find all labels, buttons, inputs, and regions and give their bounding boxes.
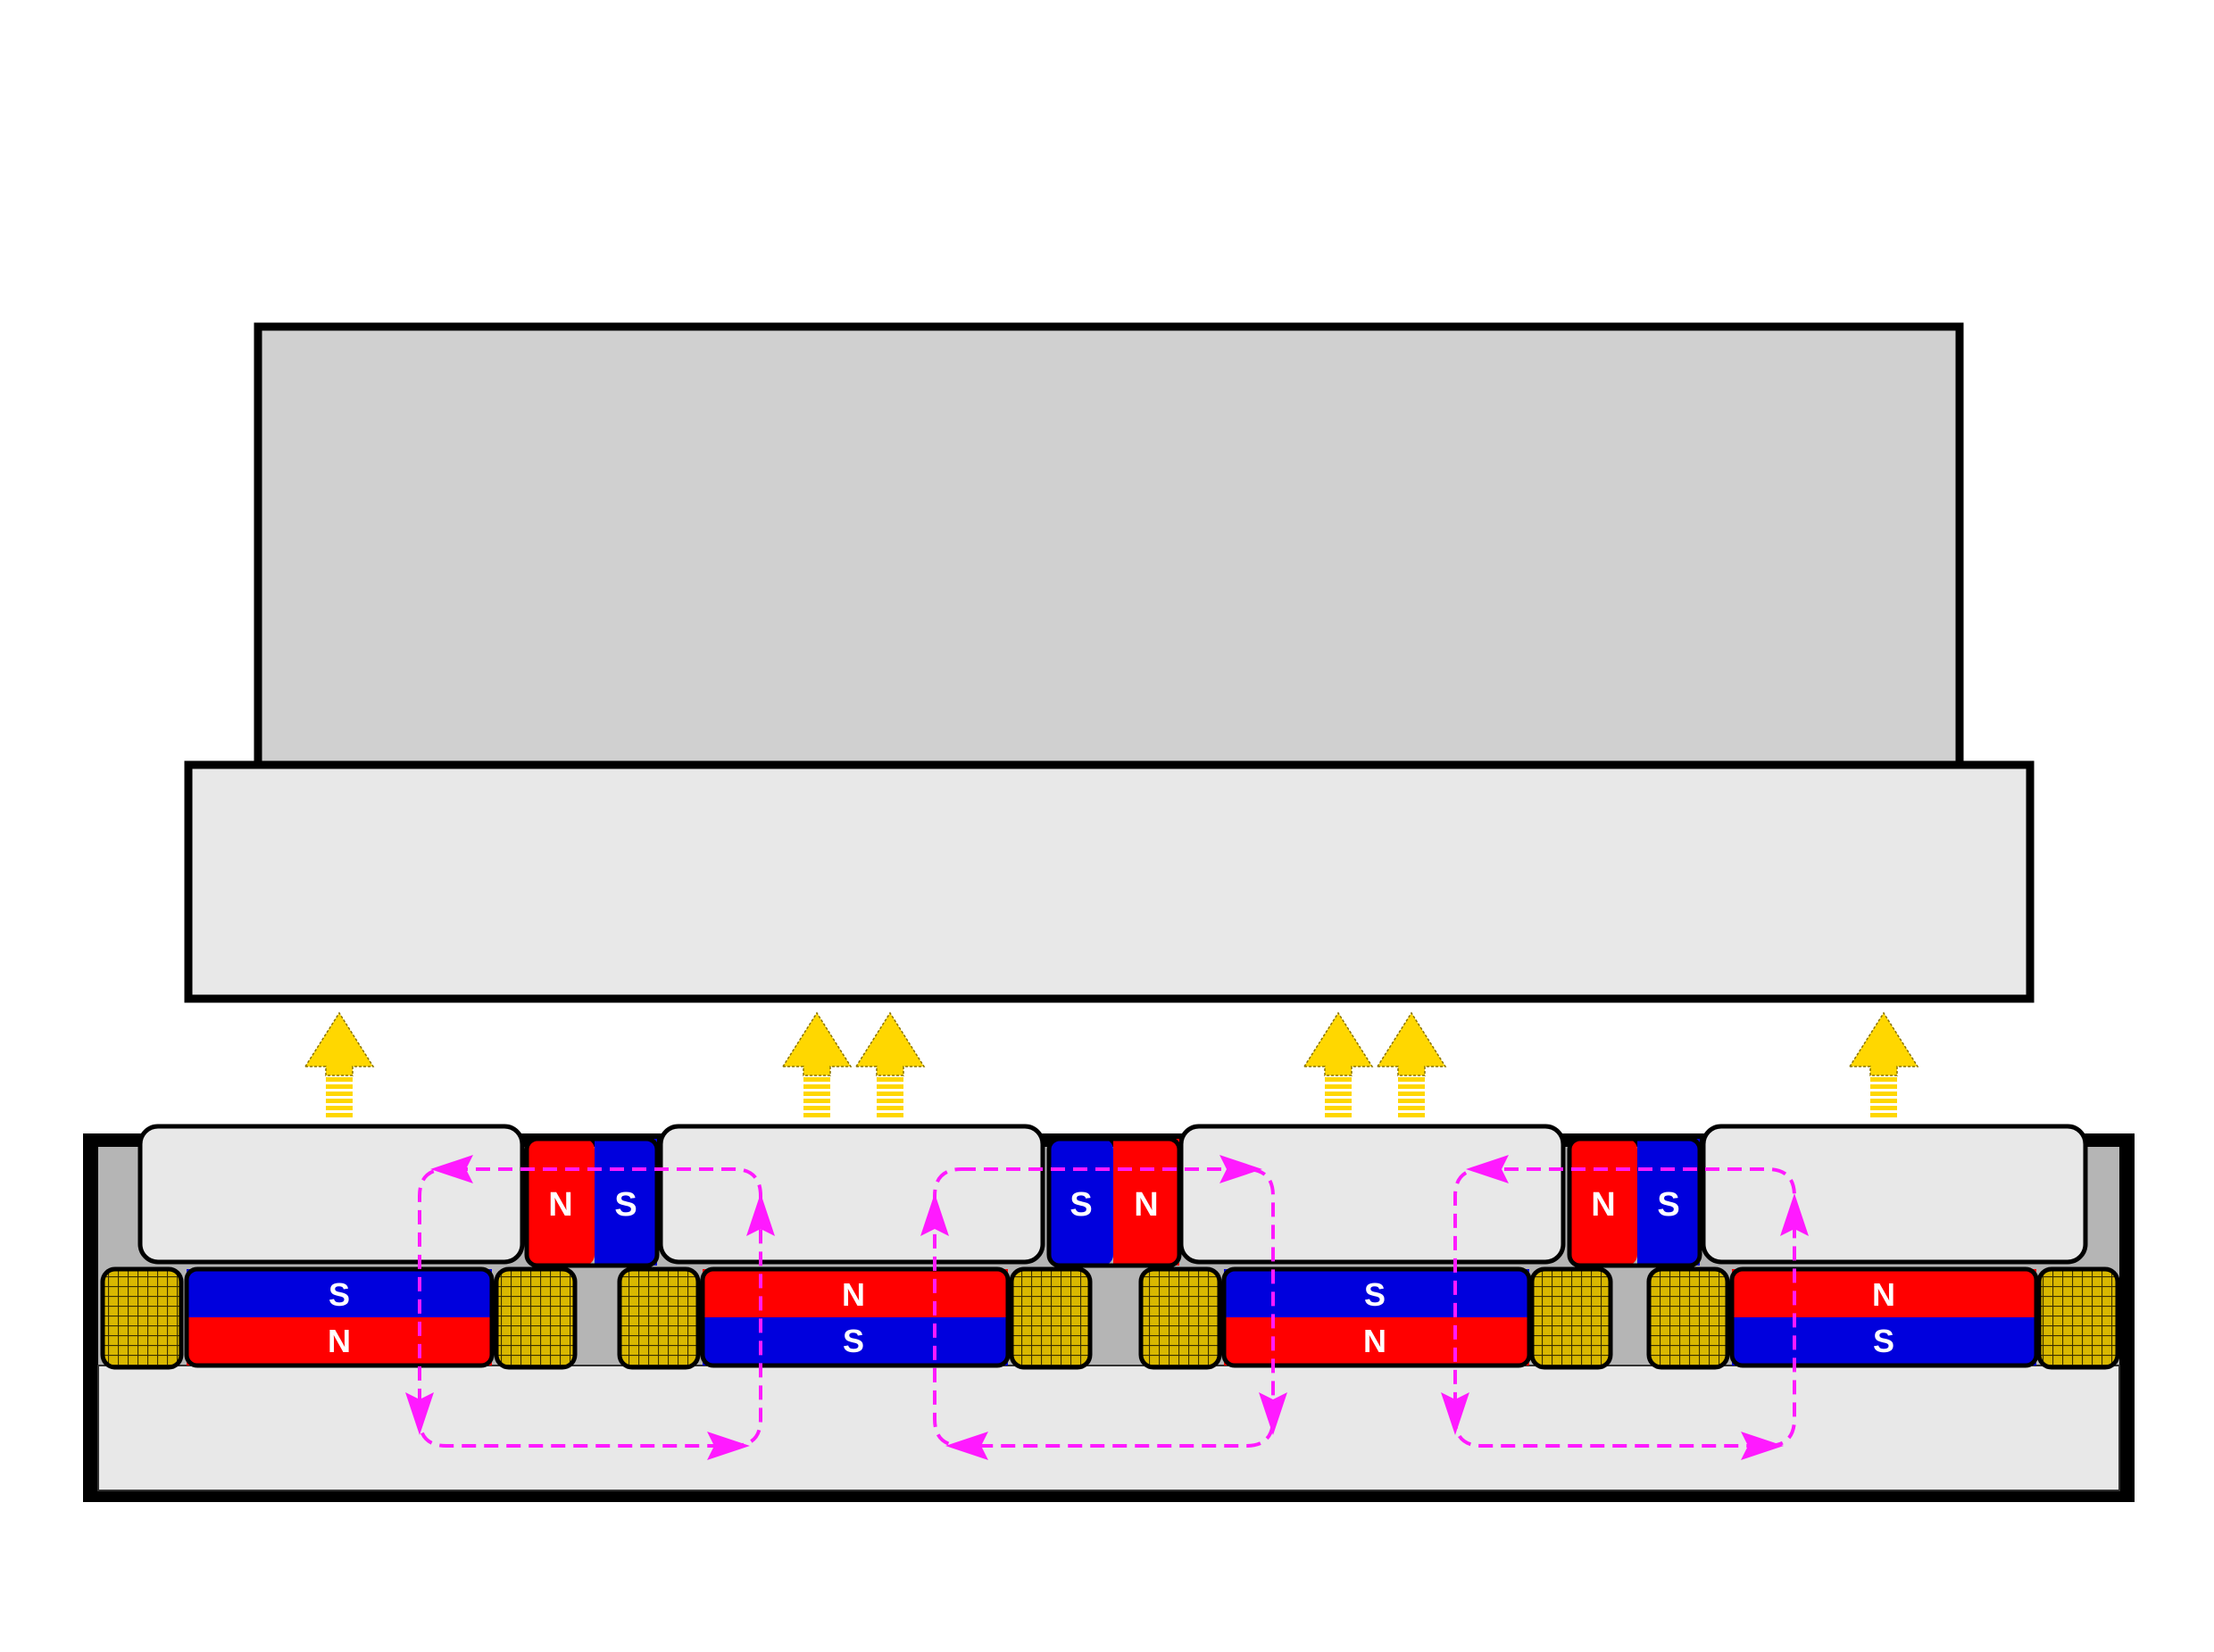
up-arrow-icon <box>854 1011 926 1117</box>
up-arrow-icon <box>781 1011 853 1117</box>
pole-piece <box>658 1124 1045 1265</box>
flux-arrowhead <box>1441 1392 1469 1435</box>
pole-label: S <box>1364 1276 1386 1313</box>
coil <box>1009 1266 1093 1370</box>
pole-piece <box>1701 1124 2088 1265</box>
pole-label: S <box>1873 1323 1894 1359</box>
pole-label: S <box>614 1186 637 1224</box>
workpiece-block <box>254 322 1964 772</box>
flux-arrowhead <box>1466 1155 1509 1183</box>
pole-label: S <box>843 1323 864 1359</box>
steel-plate <box>184 760 2035 1003</box>
pole-piece <box>137 1124 525 1265</box>
horizontal-magnet: N S <box>700 1266 1011 1368</box>
horizontal-magnet: N S <box>1729 1266 2039 1368</box>
base-steel-bottom <box>97 1365 2120 1491</box>
coil <box>617 1266 701 1370</box>
flux-arrowhead <box>707 1432 750 1460</box>
flux-arrowheads <box>405 1155 1809 1460</box>
force-arrows <box>304 1011 1919 1117</box>
horizontal-magnets: S N N S S N N S <box>184 1266 2039 1368</box>
flux-arrowhead <box>1259 1392 1287 1435</box>
up-arrow-icon <box>1376 1011 1447 1117</box>
coil <box>1529 1266 1613 1370</box>
up-arrow-icon <box>304 1011 375 1117</box>
flux-loop <box>1453 1167 1796 1448</box>
pole-label: S <box>1657 1186 1679 1224</box>
flux-arrowhead <box>1219 1155 1262 1183</box>
vertical-magnet: N S <box>524 1136 660 1268</box>
pole-label: N <box>1872 1276 1895 1313</box>
flux-arrowhead <box>945 1432 988 1460</box>
pole-label: N <box>328 1323 351 1359</box>
up-arrow-icon <box>1848 1011 1919 1117</box>
horizontal-magnet: S N <box>1221 1266 1532 1368</box>
flux-loop <box>933 1167 1275 1448</box>
flux-arrowhead <box>1780 1193 1809 1236</box>
flux-arrowhead <box>405 1392 434 1435</box>
vertical-magnet: S N <box>1046 1136 1182 1268</box>
pole-label: N <box>548 1186 572 1224</box>
horizontal-magnet: S N <box>184 1266 495 1368</box>
flux-arrowhead <box>430 1155 473 1183</box>
coils <box>100 1266 2120 1370</box>
up-arrow-icon <box>1303 1011 1374 1117</box>
pole-label: S <box>1070 1186 1092 1224</box>
pole-label: N <box>1363 1323 1386 1359</box>
flux-arrowhead <box>746 1193 775 1236</box>
pole-label: S <box>329 1276 350 1313</box>
coil <box>494 1266 578 1370</box>
pole-label: N <box>1134 1186 1158 1224</box>
coil <box>2036 1266 2120 1370</box>
coil <box>100 1266 184 1370</box>
pole-label: N <box>842 1276 865 1313</box>
flux-arrowhead <box>1741 1432 1784 1460</box>
pole-piece <box>1178 1124 1566 1265</box>
pole-label: N <box>1591 1186 1615 1224</box>
vertical-magnet: N S <box>1567 1136 1702 1268</box>
flux-arrowhead <box>920 1193 949 1236</box>
coil <box>1646 1266 1730 1370</box>
coil <box>1138 1266 1222 1370</box>
